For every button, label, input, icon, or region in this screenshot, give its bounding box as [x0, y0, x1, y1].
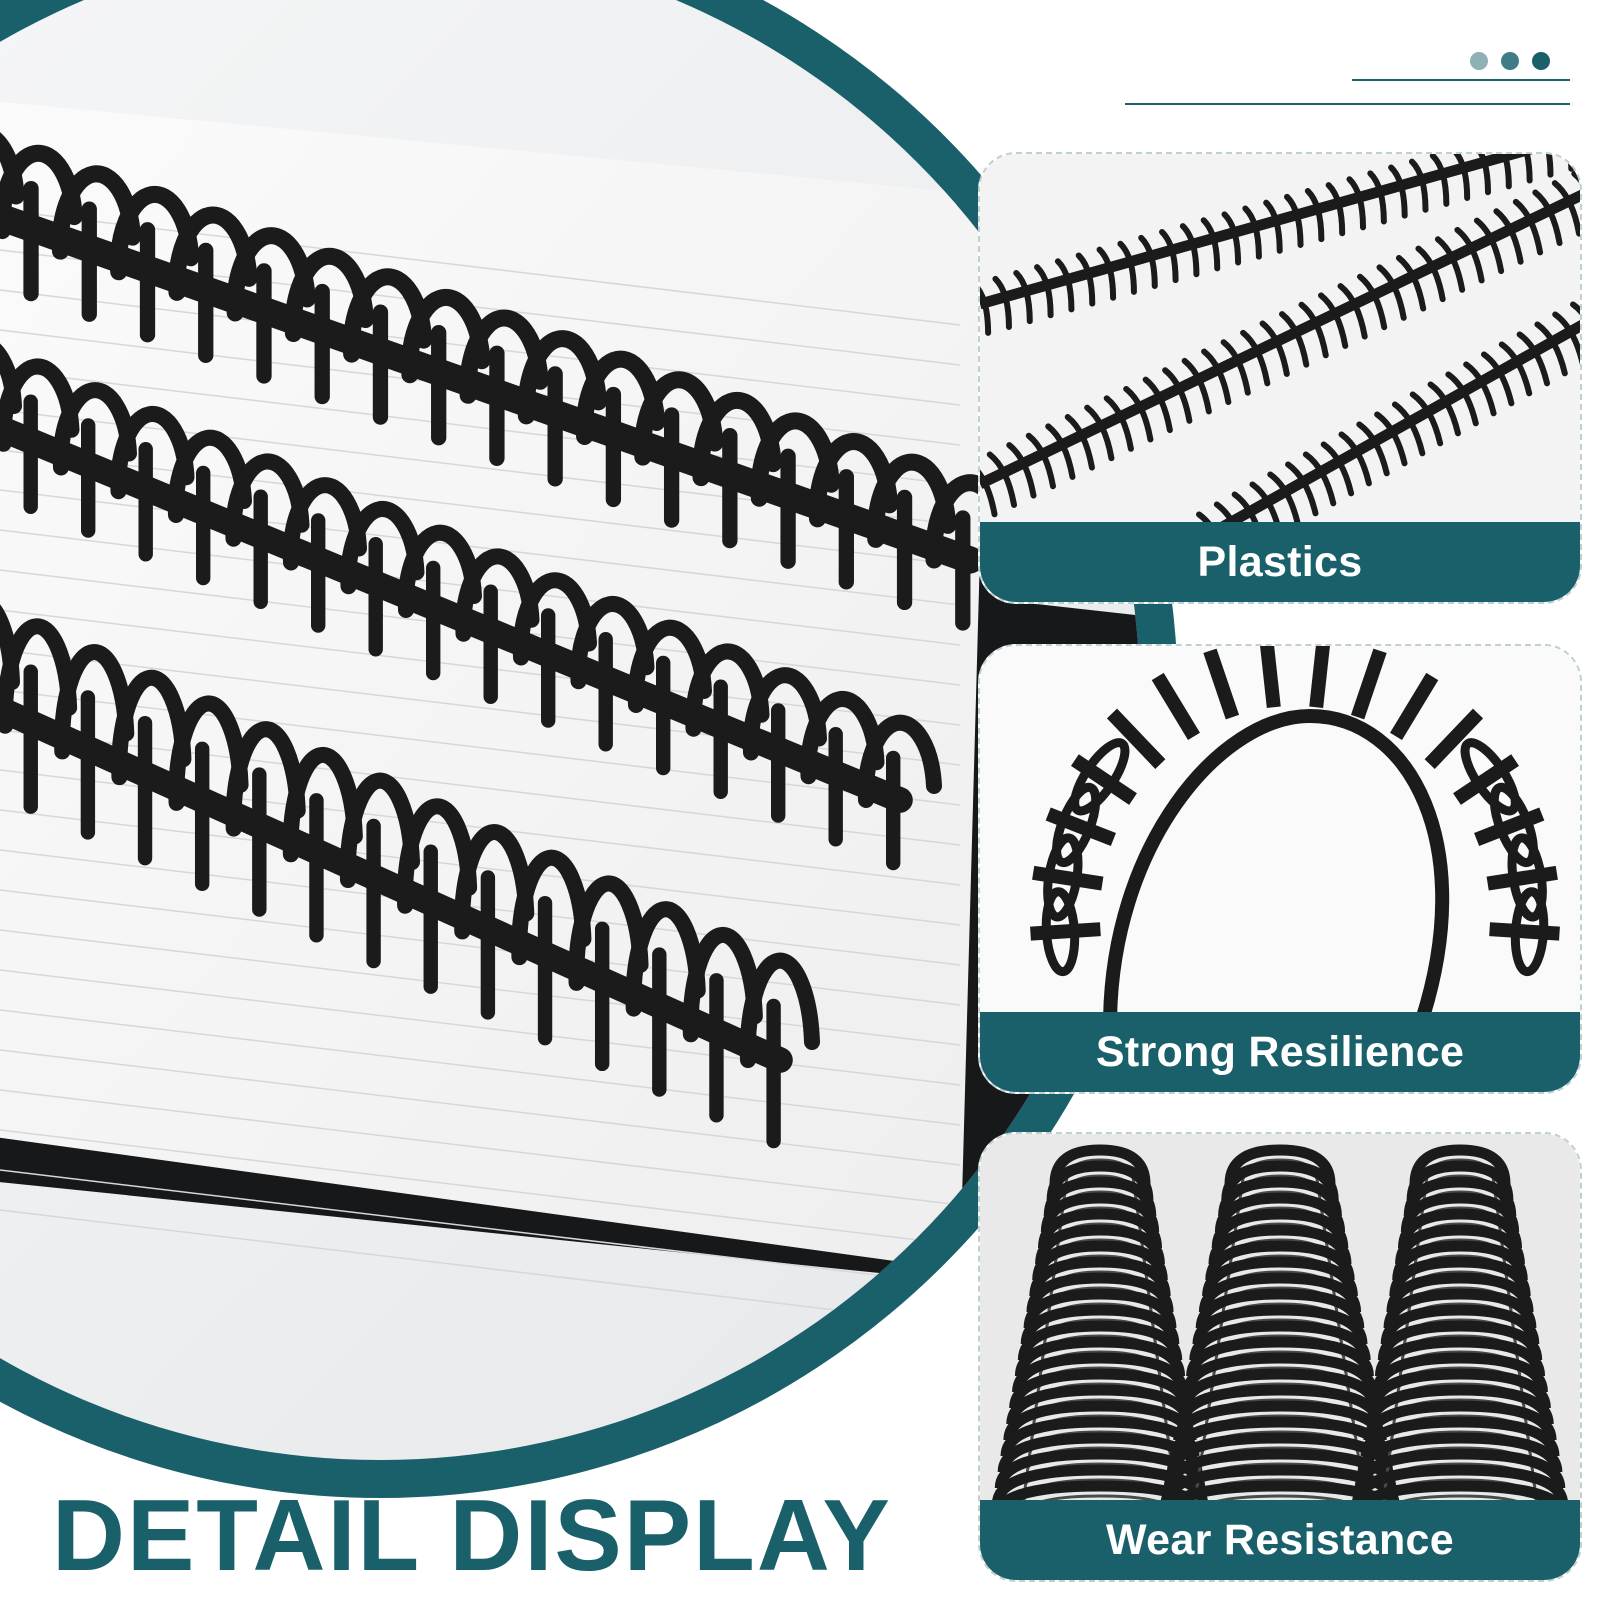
header-dots: [1470, 52, 1550, 70]
dot-mid-icon: [1501, 52, 1519, 70]
feature-card-strong-resilience: Strong Resilience: [978, 644, 1582, 1094]
feature-label-plastics: Plastics: [980, 522, 1580, 602]
page-lines: [0, 209, 961, 1326]
feature-card-wear-resistance: Wear Resistance: [978, 1132, 1582, 1582]
feature-label-wear-resistance: Wear Resistance: [980, 1500, 1580, 1580]
plastics-photo: [980, 154, 1580, 534]
page-headline: DETAIL DISPLAY: [52, 1480, 892, 1592]
header-rule-short: [1352, 79, 1570, 81]
wear-resistance-photo: [980, 1134, 1580, 1512]
header-rule-long: [1125, 103, 1570, 105]
resilience-photo: [980, 646, 1580, 1024]
feature-label-strong-resilience: Strong Resilience: [980, 1012, 1580, 1092]
dot-dark-icon: [1532, 52, 1550, 70]
binding-coils: [0, 124, 1015, 1149]
feature-card-plastics: Plastics: [978, 152, 1582, 604]
dot-light-icon: [1470, 52, 1488, 70]
